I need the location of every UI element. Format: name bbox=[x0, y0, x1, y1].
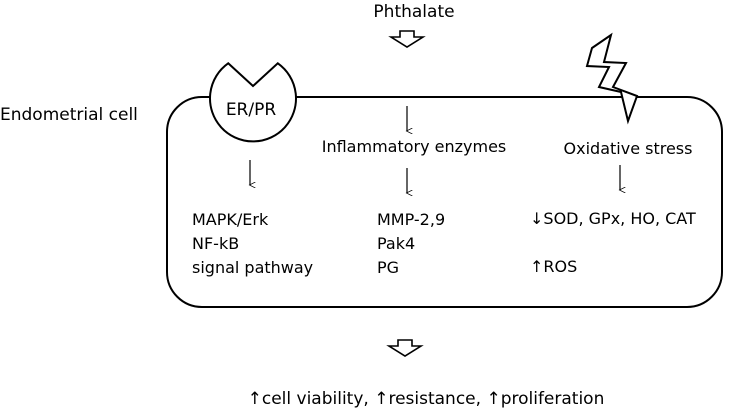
col1-line-2: NF-kB bbox=[192, 234, 239, 253]
col2-line-1: MMP-2,9 bbox=[377, 210, 445, 229]
outcome-label: ↑cell viability, ↑resistance, ↑prolifera… bbox=[248, 389, 605, 409]
receptor-icon bbox=[209, 62, 297, 143]
phthalate-label: Phthalate bbox=[373, 2, 454, 22]
col2-line-2: Pak4 bbox=[377, 234, 415, 253]
hollow-down-arrow-icon-bottom bbox=[386, 339, 424, 357]
col2-line-3: PG bbox=[377, 258, 399, 277]
lightning-bolt-icon bbox=[585, 32, 639, 125]
cell-membrane bbox=[166, 96, 723, 308]
inflammatory-header: Inflammatory enzymes bbox=[322, 137, 507, 156]
col3-line-2: ↑ROS bbox=[530, 257, 577, 276]
col1-line-3: signal pathway bbox=[192, 258, 313, 277]
col1-line-1: MAPK/Erk bbox=[192, 210, 269, 229]
cell-label: Endometrial cell bbox=[0, 105, 138, 125]
col3-line-1: ↓SOD, GPx, HO, CAT bbox=[530, 209, 696, 228]
receptor-label: ER/PR bbox=[226, 100, 277, 120]
hollow-down-arrow-icon bbox=[388, 30, 426, 48]
oxidative-header: Oxidative stress bbox=[564, 139, 693, 158]
